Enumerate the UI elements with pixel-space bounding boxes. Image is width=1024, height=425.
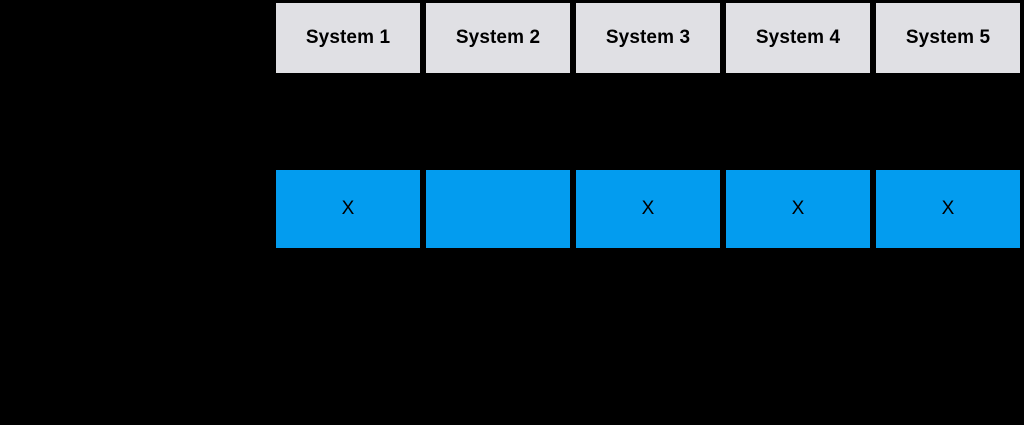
matrix-cell-system-5[interactable]: X <box>873 167 1023 251</box>
matrix-header-row: System 1 System 2 System 3 System 4 Syst… <box>273 0 1023 76</box>
column-header-system-3[interactable]: System 3 <box>573 0 723 76</box>
spacer-cell <box>273 76 1023 167</box>
matrix-header: System 1 System 2 System 3 System 4 Syst… <box>273 0 1023 76</box>
matrix-cell-system-1[interactable]: X <box>273 167 423 251</box>
check-mark-x-icon: X <box>341 198 355 219</box>
check-mark-x-icon: X <box>791 198 805 219</box>
column-header-system-2[interactable]: System 2 <box>423 0 573 76</box>
column-header-system-4[interactable]: System 4 <box>723 0 873 76</box>
matrix-cell-system-3[interactable]: X <box>573 167 723 251</box>
compatibility-matrix: System 1 System 2 System 3 System 4 Syst… <box>273 0 1023 251</box>
matrix-cell-system-4[interactable]: X <box>723 167 873 251</box>
check-mark-x-icon: X <box>641 198 655 219</box>
table-row: X X X X <box>273 167 1023 251</box>
matrix-body: X X X X <box>273 76 1023 251</box>
matrix-spacer-row <box>273 76 1023 167</box>
check-mark-x-icon: X <box>941 198 955 219</box>
column-header-system-1[interactable]: System 1 <box>273 0 423 76</box>
column-header-system-5[interactable]: System 5 <box>873 0 1023 76</box>
matrix-cell-system-2[interactable] <box>423 167 573 251</box>
